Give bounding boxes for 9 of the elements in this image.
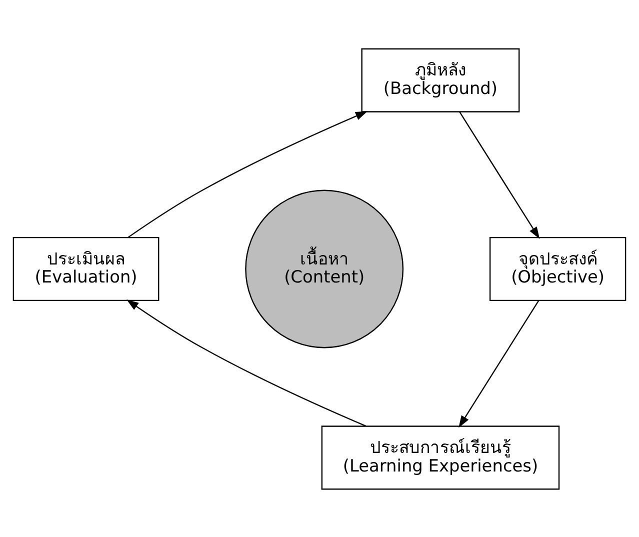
arrow [128, 110, 368, 238]
arrow [126, 299, 366, 426]
node-box: ประเมินผล (Evaluation) [12, 236, 160, 301]
node-circle: เนื้อหา (Content) [245, 189, 404, 348]
arrow [458, 300, 540, 428]
node-box: ประสบการณ์เรียนรู้ (Learning Experiences) [321, 425, 560, 490]
node-box: จุดประสงค์ (Objective) [489, 236, 626, 301]
arrow [459, 111, 540, 239]
node-box: ภูมิหลัง (Background) [361, 48, 520, 112]
